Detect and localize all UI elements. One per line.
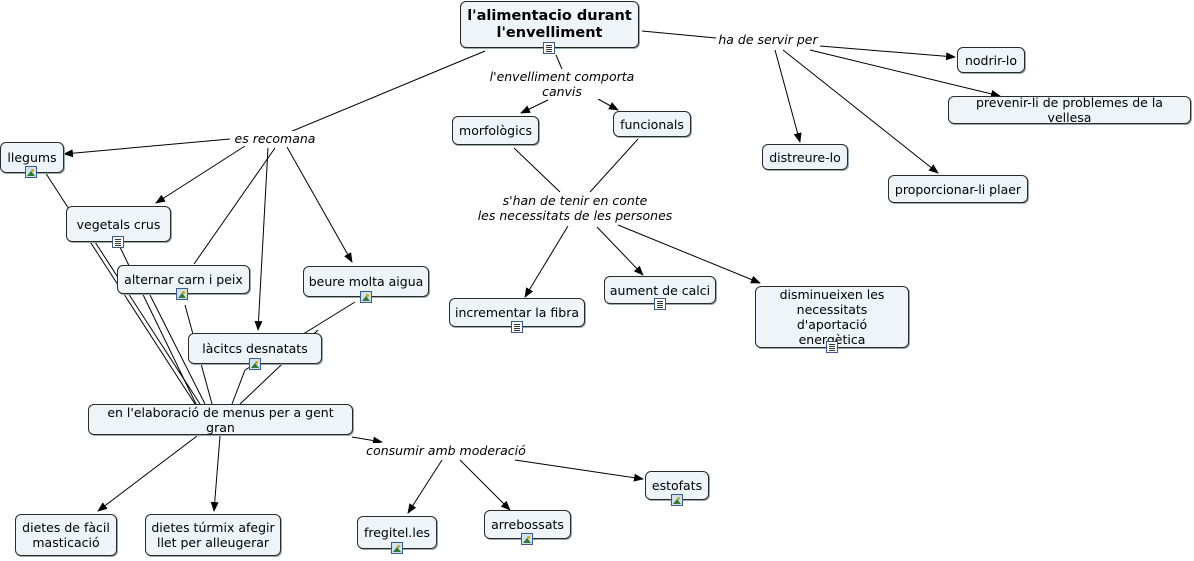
phrase-moderacio[interactable]: consumir amb moderació bbox=[366, 443, 526, 458]
concept-morfologics-label: morfològics bbox=[459, 123, 532, 138]
link-moderacio-fregitel bbox=[407, 459, 443, 514]
concept-prevenir[interactable]: prevenir-li de problemes de la vellesa bbox=[948, 95, 1191, 125]
phrase-comporta-label: l'envelliment comporta canvis bbox=[489, 69, 635, 99]
link-root-comporta bbox=[555, 54, 563, 70]
concept-fregitel-label: fregitel.les bbox=[363, 525, 431, 540]
phrase-tenir-label: s'han de tenir en conte les necessitats … bbox=[477, 193, 673, 223]
link-tenir-disminueixen bbox=[617, 224, 761, 284]
concept-funcionals[interactable]: funcionals bbox=[613, 111, 691, 137]
link-moderacio-estofats bbox=[514, 459, 644, 482]
concept-prevenir-label: prevenir-li de problemes de la vellesa bbox=[976, 95, 1163, 125]
link-servir-plaer bbox=[782, 49, 939, 174]
document-icon[interactable] bbox=[511, 321, 523, 333]
concept-funcionals-label: funcionals bbox=[620, 116, 684, 132]
document-icon[interactable] bbox=[826, 341, 838, 353]
concept-plaer[interactable]: proporcionar-li plaer bbox=[888, 175, 1028, 203]
link-alternar-menus bbox=[149, 294, 206, 405]
concept-dietes-facil[interactable]: dietes de fàcil masticació bbox=[15, 514, 117, 556]
image-icon[interactable] bbox=[671, 494, 683, 506]
link-tenir-fibra bbox=[524, 225, 569, 298]
concept-dietes-facil-label: dietes de fàcil masticació bbox=[22, 520, 110, 550]
link-servir-nodrir bbox=[819, 45, 956, 61]
link-comporta-morfologics bbox=[520, 99, 549, 114]
phrase-comporta[interactable]: l'envelliment comporta canvis bbox=[488, 69, 636, 99]
concept-dietes-turmix[interactable]: dietes túrmix afegir llet per alleugerar bbox=[145, 514, 281, 556]
concept-dietes-turmix-label: dietes túrmix afegir llet per alleugerar bbox=[151, 520, 275, 550]
link-recomana-beure bbox=[286, 146, 353, 263]
phrase-moderacio-label: consumir amb moderació bbox=[366, 443, 526, 458]
concept-morfologics[interactable]: morfològics bbox=[452, 116, 539, 145]
concept-disminueixen[interactable]: disminueixen les necessitats d'aportació… bbox=[755, 286, 909, 348]
concept-alternar-label: alternar carn i peix bbox=[124, 272, 243, 287]
concept-root[interactable]: l'alimentacio durant l'envelliment bbox=[460, 1, 639, 48]
concept-arrebossats-label: arrebossats bbox=[491, 517, 564, 532]
link-menus-moderacio bbox=[351, 436, 383, 445]
concept-lactics-label: làcitcs desnatats bbox=[202, 341, 308, 356]
document-icon[interactable] bbox=[112, 236, 124, 248]
image-icon[interactable] bbox=[25, 166, 37, 178]
concept-calci-label: aument de calci bbox=[609, 282, 711, 298]
concept-estofats[interactable]: estofats bbox=[645, 471, 709, 500]
link-funcionals-tenir bbox=[589, 138, 639, 193]
image-icon[interactable] bbox=[176, 288, 188, 300]
link-menus-facil bbox=[97, 435, 198, 512]
link-servir-prevenir bbox=[809, 49, 1001, 98]
link-recomana-vegetals bbox=[155, 145, 246, 204]
link-moderacio-arrebossats bbox=[459, 459, 511, 511]
concept-beure-label: beure molta aigua bbox=[308, 274, 424, 289]
link-recomana-alternar bbox=[193, 147, 276, 265]
link-comporta-funcionals bbox=[597, 98, 619, 111]
document-icon[interactable] bbox=[543, 42, 555, 54]
concept-disminueixen-label: disminueixen les necessitats d'aportació… bbox=[779, 287, 885, 347]
concept-distreure[interactable]: distreure-lo bbox=[762, 144, 848, 170]
document-icon[interactable] bbox=[654, 298, 666, 310]
concept-menus[interactable]: en l'elaboració de menus per a gent gran bbox=[88, 404, 353, 435]
concept-nodrir[interactable]: nodrir-lo bbox=[957, 47, 1025, 73]
concept-vegetals-label: vegetals crus bbox=[76, 216, 161, 232]
link-recomana-llegums bbox=[63, 138, 231, 158]
phrase-recomana[interactable]: es recomana bbox=[233, 131, 317, 146]
link-recomana-lactics bbox=[254, 147, 269, 331]
link-lactics-menus bbox=[231, 369, 246, 405]
concept-distreure-label: distreure-lo bbox=[769, 149, 841, 165]
link-tenir-calci bbox=[596, 226, 644, 276]
concept-llegums-label: llegums bbox=[7, 150, 57, 165]
concept-plaer-label: proporcionar-li plaer bbox=[894, 181, 1022, 197]
phrase-recomana-label: es recomana bbox=[234, 131, 316, 146]
image-icon[interactable] bbox=[249, 358, 261, 370]
concept-root-label: l'alimentacio durant l'envelliment bbox=[467, 7, 632, 41]
link-morfologics-tenir bbox=[513, 147, 561, 193]
concept-lactics[interactable]: làcitcs desnatats bbox=[188, 333, 322, 364]
link-root-servir bbox=[641, 30, 717, 39]
concept-estofats-label: estofats bbox=[651, 478, 703, 493]
concept-menus-label: en l'elaboració de menus per a gent gran bbox=[107, 404, 334, 435]
link-root-recomana bbox=[289, 50, 486, 133]
phrase-servir-label: ha de servir per bbox=[718, 32, 818, 47]
link-menus-turmix bbox=[210, 435, 221, 512]
concept-fibra-label: incrementar la fibra bbox=[455, 305, 579, 320]
link-servir-distreure bbox=[774, 49, 802, 143]
phrase-servir[interactable]: ha de servir per bbox=[716, 32, 820, 47]
concept-nodrir-label: nodrir-lo bbox=[964, 52, 1018, 68]
image-icon[interactable] bbox=[360, 291, 372, 303]
image-icon[interactable] bbox=[521, 533, 533, 545]
image-icon[interactable] bbox=[391, 542, 403, 554]
phrase-tenir[interactable]: s'han de tenir en conte les necessitats … bbox=[473, 193, 677, 223]
